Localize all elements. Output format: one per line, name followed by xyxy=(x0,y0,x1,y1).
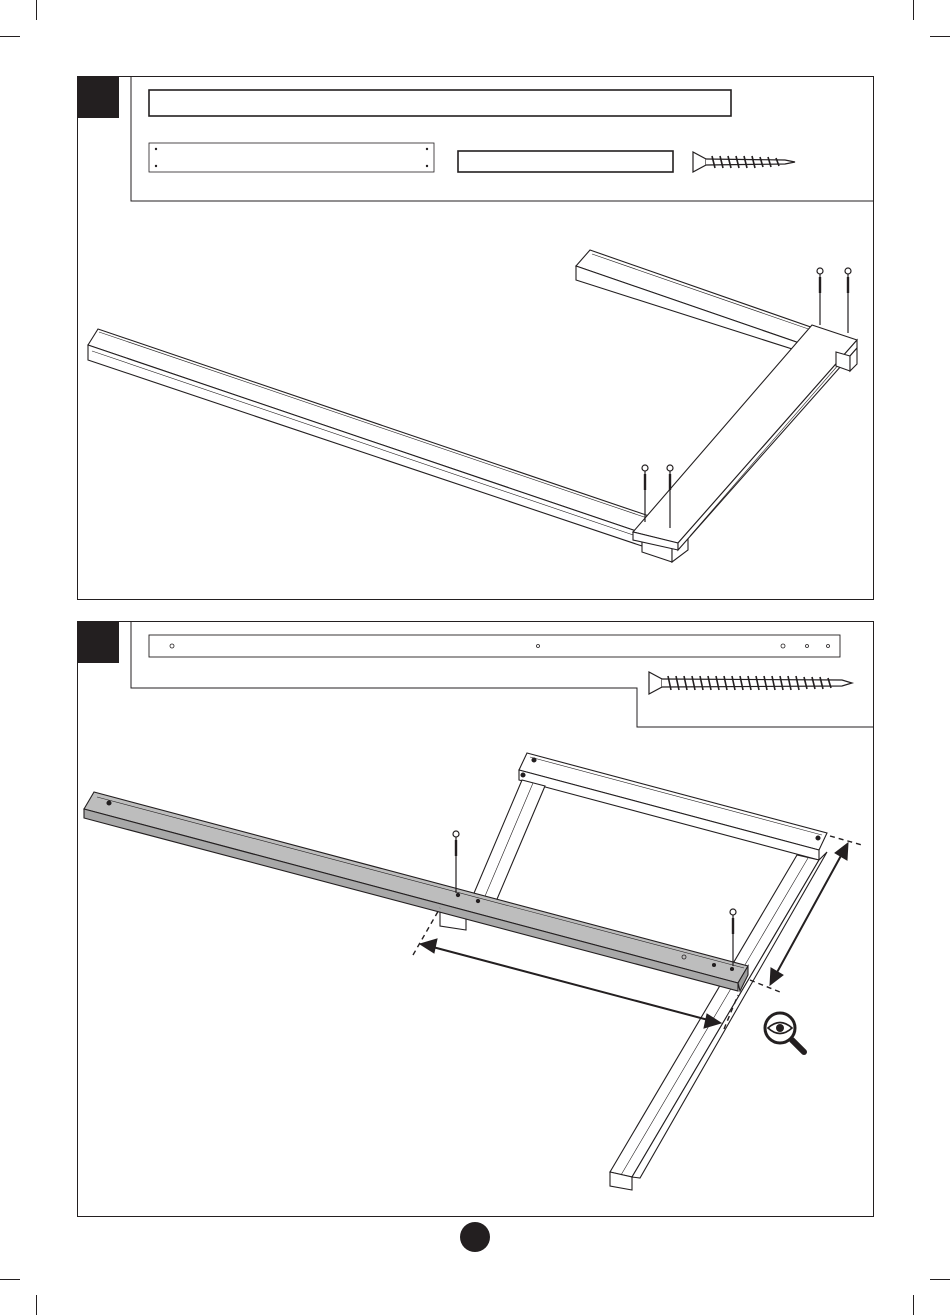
part-long-rail xyxy=(149,635,840,657)
step-2-back-rail xyxy=(519,753,827,860)
step-2-highlighted-rail xyxy=(84,792,748,991)
screw-icon xyxy=(649,672,852,694)
page-number-badge xyxy=(460,1222,490,1252)
magnifier-eye-icon xyxy=(765,1013,804,1052)
